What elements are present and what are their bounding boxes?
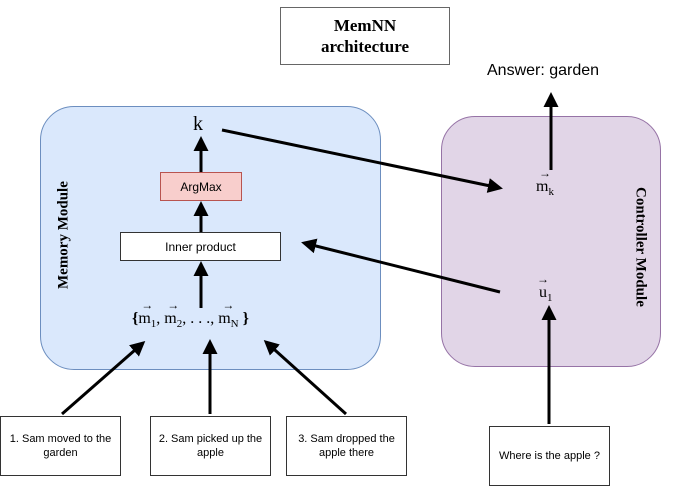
u1-symbol: u [539, 284, 547, 301]
m1-symbol: m [138, 310, 151, 327]
m1-subscript: 1 [150, 318, 157, 331]
inner-product-label: Inner product [165, 239, 236, 254]
controller-module-label: Controller Module [632, 187, 649, 307]
u1-node: u1 [539, 284, 553, 304]
mk-node: mk [536, 178, 554, 198]
answer-label: Answer: garden [487, 62, 600, 79]
sentence-2-text: 2. Sam picked up the apple [158, 433, 263, 459]
separator-1: , [156, 310, 165, 327]
mk-subscript: k [548, 186, 554, 199]
separator-2: , [182, 310, 191, 327]
ellipsis: . . . [190, 310, 211, 327]
u1-vector: u [539, 284, 547, 302]
sentence-box-1: 1. Sam moved to the garden [0, 416, 121, 476]
mk-vector: mk [536, 178, 554, 198]
sentence-3-text: 3. Sam dropped the apple there [298, 433, 395, 459]
m1-vector: m1 [138, 310, 156, 330]
question-text: Where is the apple ? [499, 450, 600, 462]
mN-vector: mN [218, 310, 238, 330]
question-box: Where is the apple ? [489, 426, 610, 486]
controller-module [441, 116, 661, 367]
sentence-box-2: 2. Sam picked up the apple [150, 416, 271, 476]
inner-product-box: Inner product [120, 232, 281, 261]
m2-symbol: m [164, 310, 177, 327]
argmax-label: ArgMax [180, 179, 222, 194]
u1-subscript: 1 [547, 292, 553, 305]
memory-set: {m1, m2, . . ., mN } [132, 310, 249, 330]
mN-subscript: N [230, 318, 239, 331]
close-brace: } [242, 310, 249, 327]
argmax-box: ArgMax [160, 172, 242, 201]
memory-module-label: Memory Module [55, 181, 72, 289]
open-brace: { [132, 310, 139, 327]
k-node: k [193, 113, 203, 135]
sentence-box-3: 3. Sam dropped the apple there [286, 416, 407, 476]
separator-3: , [210, 310, 219, 327]
sentence-1-text: 1. Sam moved to the garden [9, 433, 112, 459]
m2-vector: m2 [164, 310, 182, 330]
m2-subscript: 2 [176, 318, 183, 331]
mN-symbol: m [218, 310, 231, 327]
mk-symbol: m [536, 178, 549, 195]
